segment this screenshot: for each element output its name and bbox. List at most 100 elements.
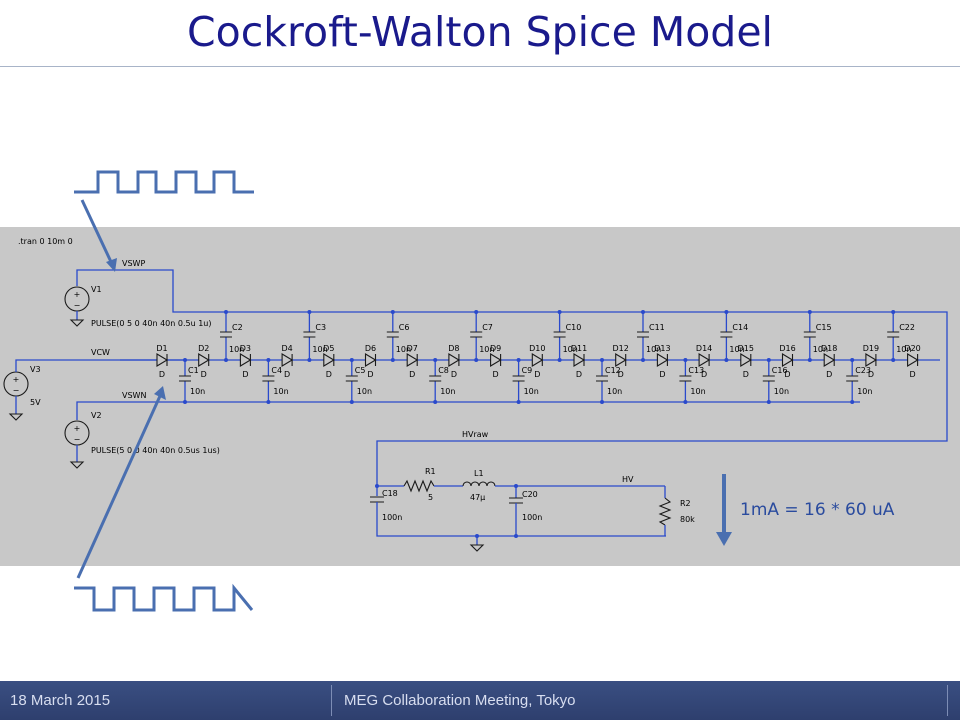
source-v1: + − V1 PULSE(0 5 0 40n 40n 0.5u 1u) VSWP xyxy=(64,259,932,328)
capacitor-name: C12 xyxy=(605,366,621,375)
diode-model-label: D xyxy=(618,370,624,379)
diode-model-label: D xyxy=(242,370,248,379)
capacitor-name: C3 xyxy=(315,323,326,332)
v1-name: V1 xyxy=(91,285,102,294)
v2-name: V2 xyxy=(91,411,102,420)
capacitor-name: C16 xyxy=(772,366,788,375)
v3-name: V3 xyxy=(30,365,41,374)
v1-value: PULSE(0 5 0 40n 40n 0.5u 1u) xyxy=(91,319,212,328)
diode-d1: D1D xyxy=(156,344,169,379)
r2-value: 80k xyxy=(680,515,695,524)
diode-model-label: D xyxy=(326,370,332,379)
capacitor-name: C10 xyxy=(566,323,582,332)
net-hv: HV xyxy=(622,475,634,484)
diode-model-label: D xyxy=(284,370,290,379)
capacitor-value: 10n xyxy=(563,345,578,354)
capacitor-value: 10n xyxy=(357,387,372,396)
diode-d4: D4D xyxy=(281,344,294,379)
diode-label: D7 xyxy=(407,344,418,353)
capacitor-name: C22 xyxy=(899,323,915,332)
diode-model-label: D xyxy=(659,370,665,379)
capacitor-name: C23 xyxy=(855,366,871,375)
slide-title: Cockroft-Walton Spice Model xyxy=(187,8,773,56)
c20-value: 100n xyxy=(522,513,542,522)
square-wave-top-icon xyxy=(74,170,254,194)
diode-label: D12 xyxy=(613,344,629,353)
svg-text:−: − xyxy=(13,386,20,395)
capacitor-value: 10n xyxy=(813,345,828,354)
diode-label: D11 xyxy=(571,344,587,353)
capacitor-name: C6 xyxy=(399,323,410,332)
diode-model-label: D xyxy=(701,370,707,379)
current-annotation: 1mA = 16 * 60 uA xyxy=(740,500,895,520)
capacitor-name: C1 xyxy=(188,366,199,375)
capacitor-name: C11 xyxy=(649,323,665,332)
diode-label: D3 xyxy=(240,344,251,353)
capacitor-name: C4 xyxy=(271,366,282,375)
diode-label: D19 xyxy=(863,344,879,353)
diode-label: D10 xyxy=(529,344,545,353)
tran-directive: .tran 0 10m 0 xyxy=(18,237,73,246)
r2-name: R2 xyxy=(680,499,691,508)
diode-model-label: D xyxy=(868,370,874,379)
capacitor-c11: C11 10n xyxy=(637,310,665,362)
source-v2: + − V2 PULSE(5 0 0 40n 40n 0.5us 1us) VS… xyxy=(64,391,860,469)
svg-text:−: − xyxy=(74,435,81,444)
diode-model-label: D xyxy=(159,370,165,379)
capacitor-value: 10n xyxy=(396,345,411,354)
diode-label: D4 xyxy=(281,344,292,353)
diode-label: D15 xyxy=(738,344,754,353)
svg-text:+: + xyxy=(74,424,81,433)
l1-value: 47µ xyxy=(470,493,485,502)
l1-name: L1 xyxy=(474,469,484,478)
diode-model-label: D xyxy=(826,370,832,379)
diode-label: D5 xyxy=(323,344,334,353)
diode-label: D2 xyxy=(198,344,209,353)
net-vcw: VCW xyxy=(91,348,110,357)
capacitor-value: 10n xyxy=(273,387,288,396)
capacitor-value: 10n xyxy=(774,387,789,396)
capacitor-value: 10n xyxy=(646,345,661,354)
capacitor-value: 10n xyxy=(607,387,622,396)
diode-label: D14 xyxy=(696,344,712,353)
svg-text:−: − xyxy=(74,301,81,310)
footer-divider xyxy=(331,685,332,716)
diode-label: D6 xyxy=(365,344,376,353)
top-capacitors: C210nC310nC610nC710nC1010nC1110nC1410nC1… xyxy=(220,310,915,362)
diode-label: D18 xyxy=(821,344,837,353)
v2-value: PULSE(5 0 0 40n 40n 0.5us 1us) xyxy=(91,446,220,455)
footer-event: MEG Collaboration Meeting, Tokyo xyxy=(344,692,576,709)
diode-label: D1 xyxy=(156,344,167,353)
capacitor-c6: C6 10n xyxy=(386,310,411,362)
footer-divider-right xyxy=(947,685,948,716)
diode-chain: D1DD2DD3DD4DD5DD6DD7DD8DD9DD10DD11DD12DD… xyxy=(120,344,940,379)
capacitor-c16: C16 10n xyxy=(762,358,789,404)
svg-text:+: + xyxy=(13,375,20,384)
diode-d5: D5D xyxy=(323,344,335,379)
capacitor-value: 10n xyxy=(312,345,327,354)
footer-bar: 18 March 2015 MEG Collaboration Meeting,… xyxy=(0,681,960,720)
capacitor-c3: C3 10n xyxy=(303,310,328,362)
diode-d8: D8D xyxy=(448,344,460,379)
capacitor-c4: C4 10n xyxy=(262,358,289,404)
square-wave-bottom-icon xyxy=(74,583,254,612)
diode-model-label: D xyxy=(493,370,499,379)
diode-label: D16 xyxy=(779,344,795,353)
diode-label: D20 xyxy=(904,344,920,353)
capacitor-value: 10n xyxy=(479,345,494,354)
svg-text:+: + xyxy=(74,290,81,299)
capacitor-value: 10n xyxy=(229,345,244,354)
